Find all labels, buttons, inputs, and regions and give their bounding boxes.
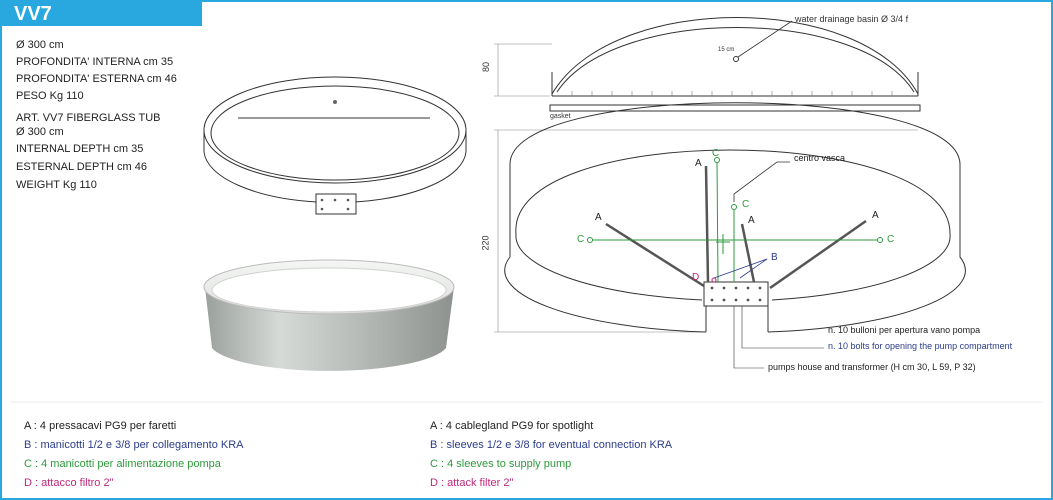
spec-external-depth-en: ESTERNAL DEPTH cm 46	[16, 161, 148, 173]
supply-sleeves-lines	[587, 157, 883, 283]
page-title: VV7	[14, 3, 52, 25]
centro-vasca-leader	[733, 161, 790, 202]
legend-en-c: C : 4 sleeves to supply pump	[430, 458, 572, 470]
legend-it-a: A : 4 pressacavi PG9 per faretti	[24, 420, 177, 432]
spec-internal-depth-en: INTERNAL DEPTH cm 35	[16, 143, 144, 155]
spec-internal-depth-it: PROFONDITA' INTERNA cm 35	[16, 56, 174, 68]
tub-3d-render	[203, 259, 455, 371]
tub-outline-drawing	[203, 76, 467, 215]
dim-top-label: 80	[481, 61, 492, 73]
spec-weight-en: WEIGHT Kg 110	[16, 179, 97, 191]
legend-it-b: B : manicotti 1/2 e 3/8 per collegamento…	[24, 439, 244, 451]
centro-vasca-label: centro vasca	[794, 153, 846, 163]
drain-dot	[333, 100, 337, 104]
spec-diameter-it: Ø 300 cm	[16, 39, 64, 51]
legend-it-c: C : 4 manicotti per alimentazione pompa	[24, 458, 221, 470]
lid-section-drawing	[549, 17, 921, 112]
header-tab	[2, 2, 202, 26]
spec-article-en: ART. VV7 FIBERGLASS TUB	[16, 112, 161, 124]
tub-plan-drawing	[504, 102, 966, 333]
drain-basin-mark	[733, 56, 739, 62]
bolt-dots-small	[320, 198, 350, 211]
lid-ribs	[571, 91, 893, 96]
drain-leader-line	[737, 20, 793, 58]
label-c-top: C	[712, 148, 720, 159]
bolt-dots	[710, 286, 762, 302]
label-a-left: A	[595, 212, 602, 223]
measure-15cm-label: 15 cm	[718, 47, 735, 53]
spec-weight-it: PESO Kg 110	[16, 90, 84, 102]
pumps-house-leader	[733, 306, 764, 369]
bolts-leader	[741, 306, 824, 349]
gasket-label: gasket	[550, 113, 571, 120]
spec-external-depth-it: PROFONDITA' ESTERNA cm 46	[16, 73, 177, 85]
label-d: D	[692, 272, 700, 283]
filter-attack-mark	[711, 277, 717, 283]
drainage-label: water drainage basin Ø 3/4 f	[795, 14, 909, 24]
label-b: B	[771, 252, 778, 263]
dimension-lines	[494, 43, 918, 333]
pumps-house-label: pumps house and transformer (H cm 30, L …	[768, 362, 976, 372]
legend-en-d: D : attack filter 2"	[430, 477, 514, 489]
cablegland-lines	[605, 165, 867, 290]
legend-en-b: B : sleeves 1/2 e 3/8 for eventual conne…	[430, 439, 673, 451]
label-a-center: A	[748, 215, 755, 226]
legend-en-a: A : 4 cablegland PG9 for spotlight	[430, 420, 594, 432]
label-a-top: A	[695, 158, 702, 169]
dim-side-label: 220	[480, 235, 491, 251]
spec-diameter-en: Ø 300 cm	[16, 126, 64, 138]
label-c-right: C	[887, 234, 895, 245]
label-c-center: C	[742, 199, 750, 210]
bolts-label-it: n. 10 bulloni per apertura vano pompa	[828, 325, 981, 335]
label-c-left: C	[577, 234, 585, 245]
kra-sleeves-leaders	[713, 258, 768, 279]
label-a-right: A	[872, 210, 879, 221]
bolts-label-en: n. 10 bolts for opening the pump compart…	[828, 341, 1013, 351]
legend-it-d: D : attacco filtro 2"	[24, 477, 114, 489]
